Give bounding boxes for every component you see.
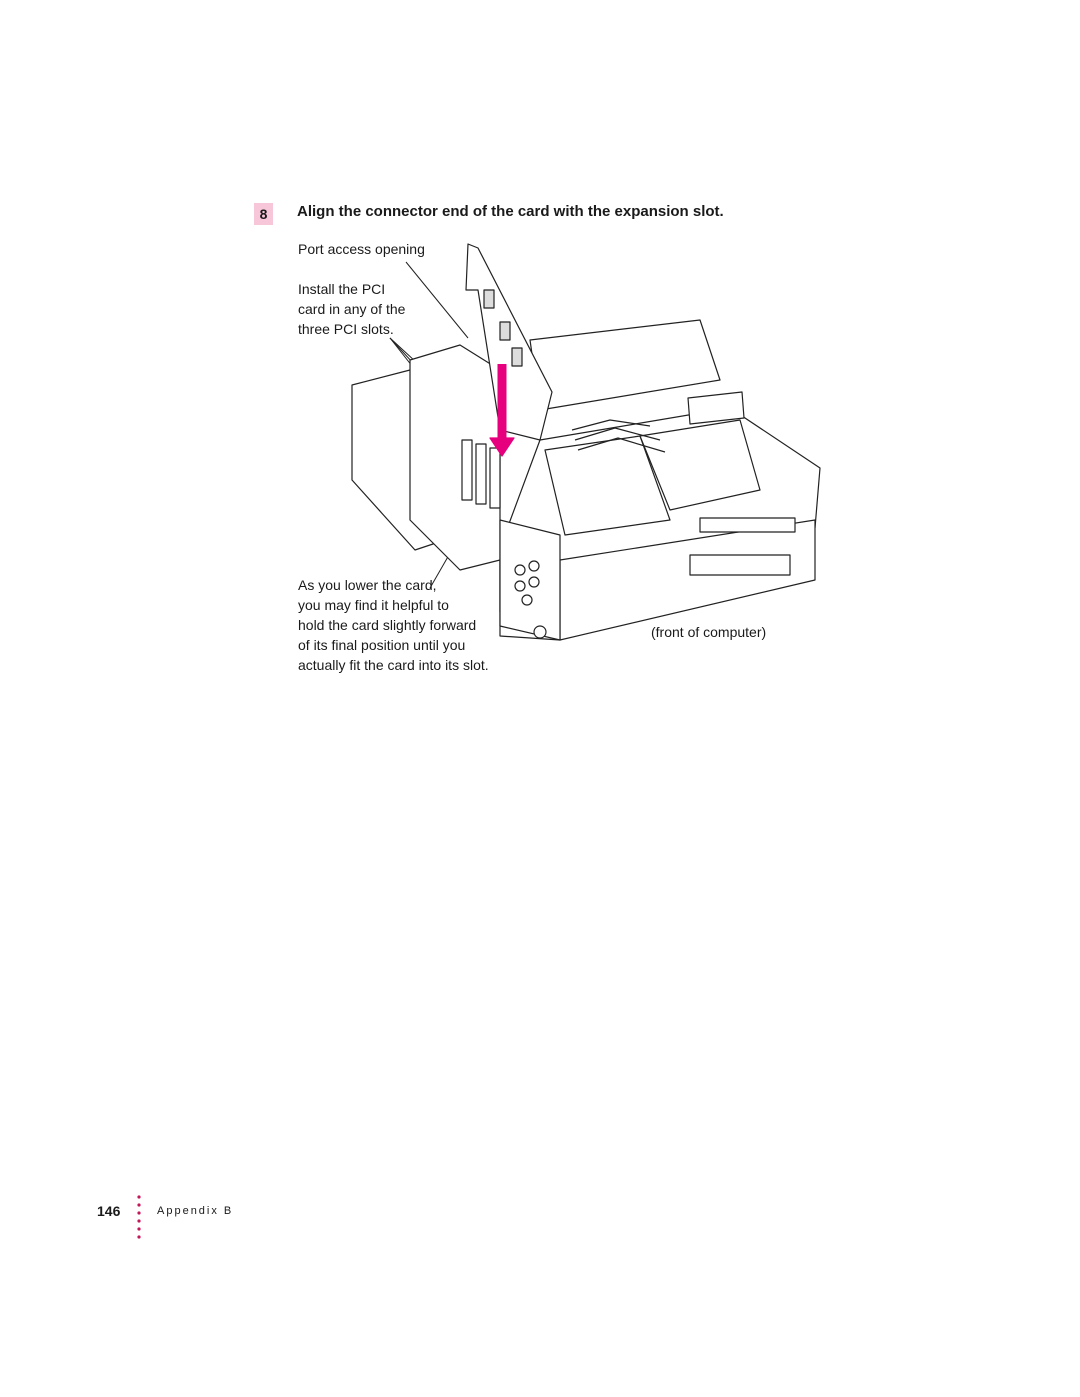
- label-front: (front of computer): [651, 624, 767, 640]
- computer-illustration: [351, 243, 821, 641]
- label-lower-card-line: of its final position until you: [298, 637, 466, 653]
- label-lower-card-line: As you lower the card,: [298, 577, 437, 593]
- section-label: Appendix B: [157, 1205, 234, 1217]
- label-install-pci-line: Install the PCI: [298, 281, 386, 297]
- step-title: Align the connector end of the card with…: [297, 203, 724, 220]
- expansion-slots-icon: [351, 344, 561, 641]
- label-lower-card-line: actually fit the card into its slot.: [298, 657, 489, 673]
- label-lower-card-line: you may find it helpful to: [298, 597, 449, 613]
- label-port-access: Port access opening: [298, 241, 425, 257]
- label-lower-card: As you lower the card, you may find it h…: [298, 575, 489, 675]
- divider-dots: [137, 1195, 141, 1239]
- label-install-pci: Install the PCI card in any of the three…: [298, 279, 405, 339]
- insertion-arrow-icon: [489, 364, 515, 457]
- pci-card-icon: [465, 243, 553, 441]
- step-number: 8: [254, 203, 273, 225]
- page-number: 146: [97, 1203, 121, 1219]
- label-lower-card-line: hold the card slightly forward: [298, 617, 477, 633]
- label-install-pci-line: three PCI slots.: [298, 321, 394, 337]
- label-install-pci-line: card in any of the: [298, 301, 406, 317]
